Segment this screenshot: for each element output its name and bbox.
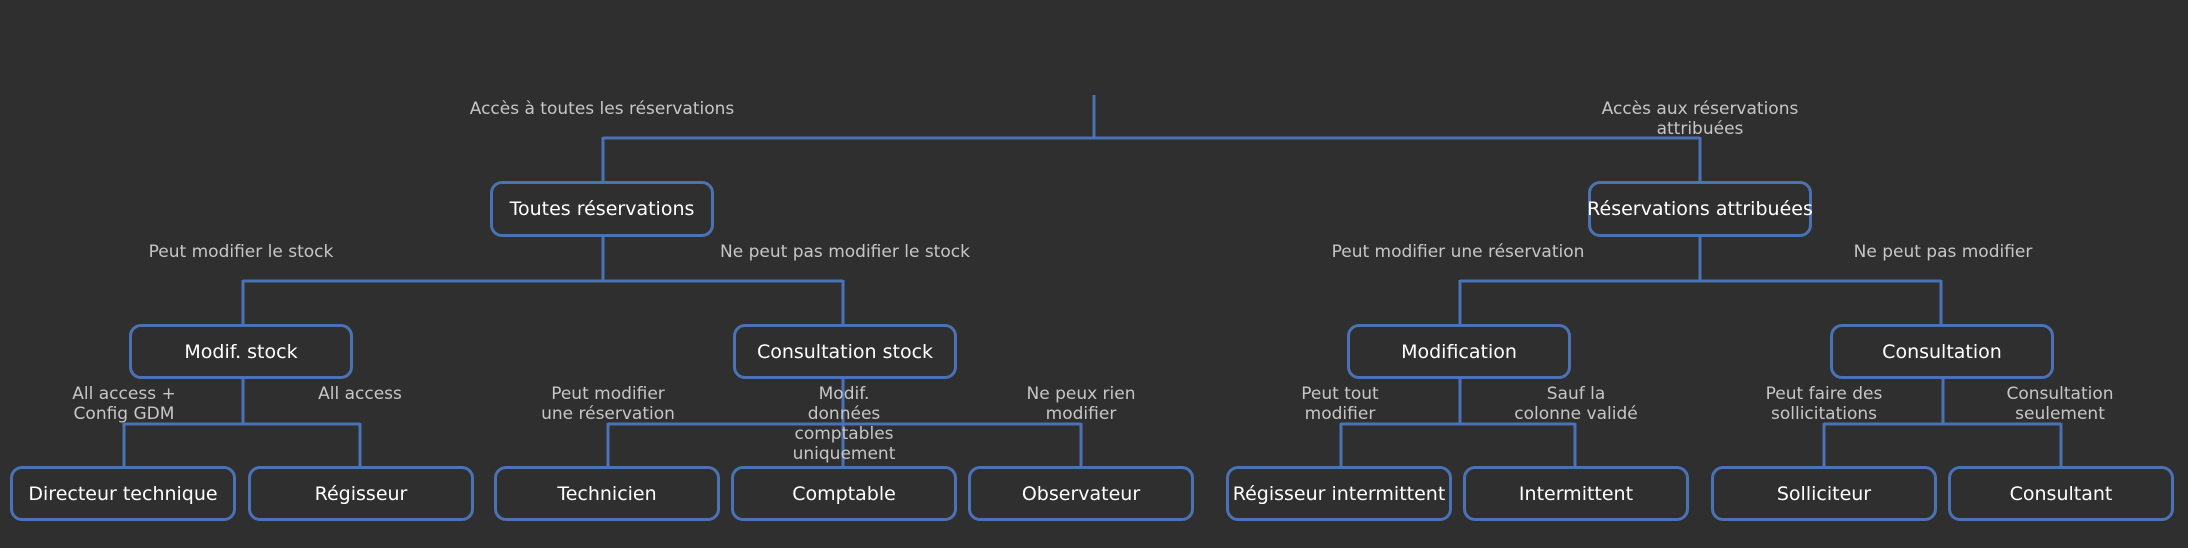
- node-toutes-reservations[interactable]: Toutes réservations: [490, 181, 714, 237]
- node-regisseur-intermittent[interactable]: Régisseur intermittent: [1226, 466, 1452, 521]
- node-consultant[interactable]: Consultant: [1948, 466, 2174, 521]
- node-modif-stock[interactable]: Modif. stock: [129, 324, 353, 379]
- edge-label-modif-stock-right: All access: [318, 384, 402, 404]
- edge-label-attr-right: Ne peut pas modifier: [1853, 242, 2033, 262]
- edge-label-consult-stock-mid: Modif. données comptables uniquement: [792, 384, 896, 464]
- node-intermittent[interactable]: Intermittent: [1463, 466, 1689, 521]
- node-observateur[interactable]: Observateur: [968, 466, 1194, 521]
- node-regisseur[interactable]: Régisseur: [248, 466, 474, 521]
- edge-label-consultation-right: Consultation seulement: [2006, 384, 2114, 424]
- edge-label-consultation-left: Peut faire des sollicitations: [1765, 384, 1883, 424]
- edge-label-root-left: Accès à toutes les réservations: [469, 99, 735, 119]
- node-comptable[interactable]: Comptable: [731, 466, 957, 521]
- edge-label-modification-left: Peut tout modifier: [1301, 384, 1379, 424]
- node-modification[interactable]: Modification: [1347, 324, 1571, 379]
- edge-label-root-right: Accès aux réservations attribuées: [1601, 99, 1799, 139]
- node-solliciteur[interactable]: Solliciteur: [1711, 466, 1937, 521]
- node-consultation[interactable]: Consultation: [1830, 324, 2054, 379]
- edge-label-modif-stock-left: All access + Config GDM: [72, 384, 176, 424]
- node-technicien[interactable]: Technicien: [494, 466, 720, 521]
- edge-label-attr-left: Peut modifier une réservation: [1331, 242, 1585, 262]
- edge-label-modification-right: Sauf la colonne validé: [1514, 384, 1638, 424]
- edge-label-all-res-right: Ne peut pas modifier le stock: [720, 242, 970, 262]
- edge-label-consult-stock-right: Ne peux rien modifier: [1026, 384, 1136, 424]
- node-reservations-attribuees[interactable]: Réservations attribuées: [1587, 181, 1813, 237]
- edge-label-consult-stock-left: Peut modifier une réservation: [541, 384, 675, 424]
- node-consultation-stock[interactable]: Consultation stock: [733, 324, 957, 379]
- node-directeur-technique[interactable]: Directeur technique: [10, 466, 236, 521]
- edge-label-all-res-left: Peut modifier le stock: [148, 242, 334, 262]
